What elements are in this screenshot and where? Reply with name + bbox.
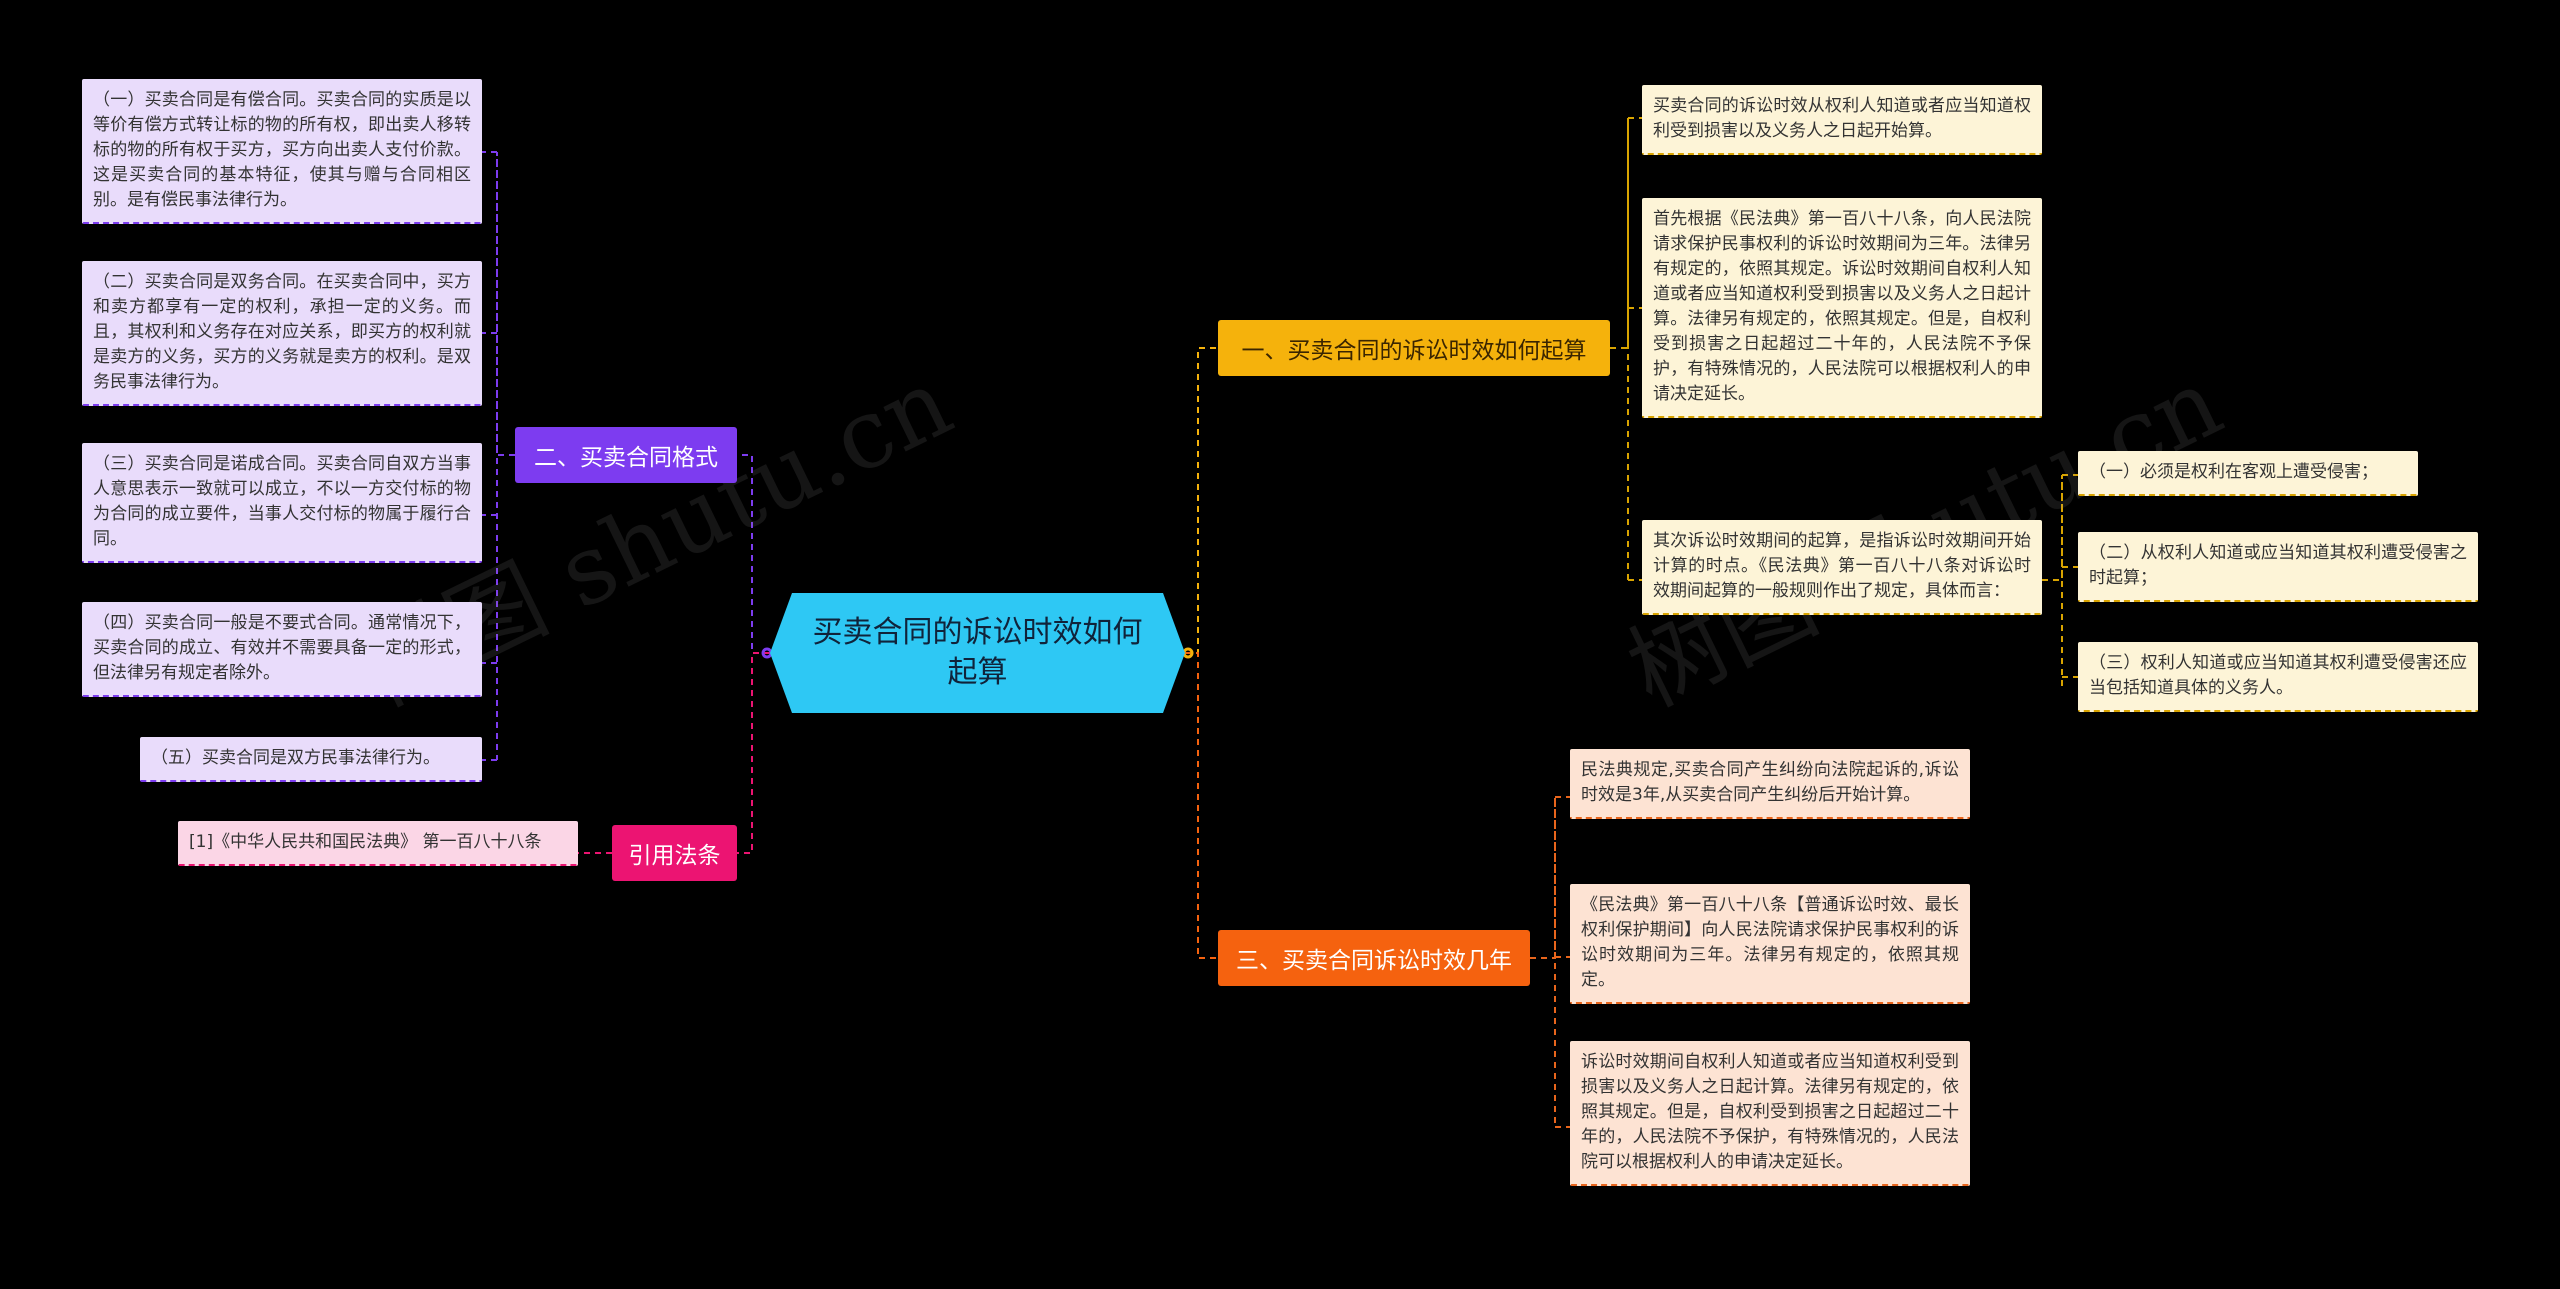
link-center-branch2	[737, 454, 770, 654]
link-branch1-leaves	[1610, 117, 1642, 581]
branch-3-leaf-2[interactable]: 《民法典》第一百八十八条【普通诉讼时效、最长权利保护期间】向人民法院请求保护民事…	[1570, 884, 1970, 1004]
branch-1-sub-3[interactable]: （三）权利人知道或应当知道其权利遭受侵害还应当包括知道具体的义务人。	[2078, 642, 2478, 712]
branch-1-label: 一、买卖合同的诉讼时效如何起算	[1241, 338, 1587, 364]
link-branch2-leaves	[482, 151, 515, 761]
central-topic[interactable]: 买卖合同的诉讼时效如何起算	[770, 593, 1185, 713]
branch-2-leaf-3[interactable]: （三）买卖合同是诺成合同。买卖合同自双方当事人意思表示一致就可以成立，不以一方交…	[82, 443, 482, 563]
branch-2-leaf-5[interactable]: （五）买卖合同是双方民事法律行为。	[140, 737, 482, 782]
link-center-branch3	[1185, 652, 1218, 959]
branch-2-leaf-4[interactable]: （四）买卖合同一般是不要式合同。通常情况下，买卖合同的成立、有效并不需要具备一定…	[82, 602, 482, 697]
link-center-branch1	[1185, 347, 1218, 654]
branch-1-leaf-2[interactable]: 首先根据《民法典》第一百八十八条，向人民法院请求保护民事权利的诉讼时效期间为三年…	[1642, 198, 2042, 418]
link-leaf3-subs	[2042, 474, 2078, 690]
cite-leaf-1[interactable]: [1]《中华人民共和国民法典》 第一百八十八条	[178, 821, 578, 866]
branch-2-label: 二、买卖合同格式	[534, 445, 718, 471]
branch-1-sub-2[interactable]: （二）从权利人知道或应当知道其权利遭受侵害之时起算；	[2078, 532, 2478, 602]
link-branch3-leaves	[1530, 796, 1570, 1128]
cite-node[interactable]: 引用法条	[612, 825, 737, 881]
branch-3-node[interactable]: 三、买卖合同诉讼时效几年	[1218, 930, 1530, 986]
branch-2-leaf-1[interactable]: （一）买卖合同是有偿合同。买卖合同的实质是以等价有偿方式转让标的物的所有权，即出…	[82, 79, 482, 224]
branch-3-label: 三、买卖合同诉讼时效几年	[1236, 948, 1512, 974]
cite-label: 引用法条	[628, 843, 721, 869]
central-topic-label: 买卖合同的诉讼时效如何起算	[812, 615, 1143, 690]
branch-3-leaf-3[interactable]: 诉讼时效期间自权利人知道或者应当知道权利受到损害以及义务人之日起计算。法律另有规…	[1570, 1041, 1970, 1186]
branch-1-leaf-3[interactable]: 其次诉讼时效期间的起算，是指诉讼时效期间开始计算的时点。《民法典》第一百八十八条…	[1642, 520, 2042, 615]
branch-1-node[interactable]: 一、买卖合同的诉讼时效如何起算	[1218, 320, 1610, 376]
branch-1-leaf-1[interactable]: 买卖合同的诉讼时效从权利人知道或者应当知道权利受到损害以及义务人之日起开始算。	[1642, 85, 2042, 155]
branch-2-leaf-2[interactable]: （二）买卖合同是双务合同。在买卖合同中，买方和卖方都享有一定的权利，承担一定的义…	[82, 261, 482, 406]
branch-3-leaf-1[interactable]: 民法典规定,买卖合同产生纠纷向法院起诉的,诉讼时效是3年,从买卖合同产生纠纷后开…	[1570, 749, 1970, 819]
link-center-cite	[737, 652, 770, 854]
branch-1-sub-1[interactable]: （一）必须是权利在客观上遭受侵害；	[2078, 451, 2418, 496]
branch-2-node[interactable]: 二、买卖合同格式	[515, 427, 737, 483]
